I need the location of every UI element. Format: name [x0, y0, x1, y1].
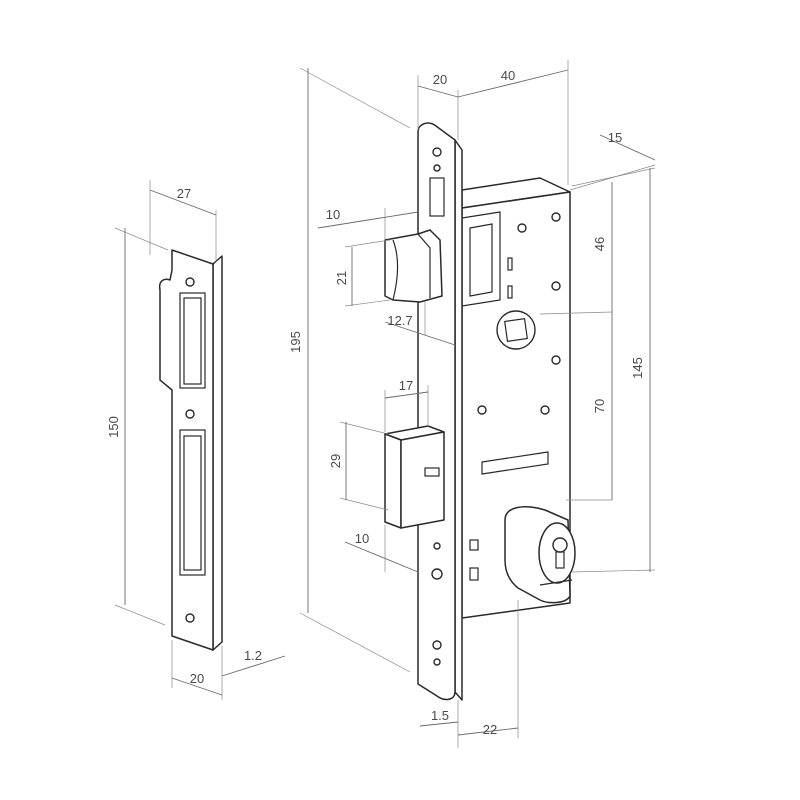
dim-latch-height: 21 [334, 271, 349, 285]
dim-total-height: 195 [288, 331, 303, 353]
faceplate-side [454, 139, 463, 701]
dim-backset: 40 [501, 68, 515, 83]
strike-lower-opening-inner [183, 435, 202, 571]
slot-lower [507, 285, 513, 299]
faceplate-screw-bottom-2 [433, 658, 441, 666]
case-hole-6 [540, 405, 550, 415]
dim-case-offset: 15 [608, 130, 622, 145]
dim-bolt-projection: 10 [355, 531, 369, 546]
dim-strike-thickness: 1.2 [244, 648, 262, 663]
latch-body [384, 229, 443, 303]
case-hole-2 [551, 212, 561, 222]
spindle-hub [496, 310, 536, 350]
strike-upper-opening [179, 292, 206, 389]
latch-bolt [384, 229, 443, 303]
dim-latch-depth: 12.7 [387, 313, 412, 328]
faceplate-screw-top-2 [433, 164, 441, 172]
cylinder-label-line [539, 579, 573, 586]
deadbolt-slot [424, 467, 440, 477]
spindle-square-hole [504, 318, 528, 342]
strike-plate-face [158, 249, 214, 651]
faceplate-front [417, 122, 456, 701]
case-hole-4 [551, 355, 561, 365]
dim-upper-spacing: 46 [592, 237, 607, 251]
dead-bolt [384, 425, 445, 529]
dim-faceplate-thickness: 1.5 [431, 708, 449, 723]
lock-dimensions: 20 40 15 195 10 21 12.7 17 29 10 [288, 60, 656, 748]
faceplate-screw-top-1 [432, 147, 442, 157]
deadbolt-front [384, 433, 402, 529]
cylinder-keyway [552, 537, 568, 553]
strike-screw-hole-bottom [185, 613, 195, 623]
dim-case-height: 145 [630, 357, 645, 379]
cylinder-keyslot [555, 551, 565, 569]
cylinder-face [538, 522, 576, 584]
dim-strike-height: 150 [106, 416, 121, 438]
dim-bolt-width: 17 [399, 378, 413, 393]
strike-screw-hole-top [185, 277, 195, 287]
latch-housing [461, 211, 501, 307]
faceplate-screw-lower-1 [433, 542, 441, 550]
strike-screw-hole-middle [185, 409, 195, 419]
faceplate [417, 122, 463, 701]
strike-plate [158, 249, 223, 651]
dim-strike-depth: 20 [190, 671, 204, 686]
deadbolt-side [400, 431, 445, 529]
slot-upper [507, 257, 513, 271]
case-horizontal-slot [481, 451, 549, 475]
faceplate-marking-area [429, 177, 445, 217]
lower-window-2 [469, 567, 479, 581]
strike-lower-opening [179, 429, 206, 576]
case-hole-1 [517, 223, 527, 233]
euro-cylinder [504, 506, 576, 604]
strike-upper-opening-inner [183, 297, 202, 385]
dim-center-spacing: 70 [592, 399, 607, 413]
dim-strike-width: 27 [177, 186, 191, 201]
strike-plate-side [212, 255, 223, 651]
case-hole-3 [551, 281, 561, 291]
dim-bolt-height: 29 [328, 454, 343, 468]
faceplate-screw-lower-2 [431, 568, 443, 580]
dim-cylinder-offset: 22 [483, 722, 497, 737]
dim-latch-projection: 10 [326, 207, 340, 222]
dim-faceplate-width: 20 [433, 72, 447, 87]
faceplate-screw-bottom-1 [432, 640, 442, 650]
lower-window-1 [469, 539, 479, 551]
strike-dimensions: 27 150 20 1.2 [106, 180, 286, 700]
case-hole-5 [477, 405, 487, 415]
